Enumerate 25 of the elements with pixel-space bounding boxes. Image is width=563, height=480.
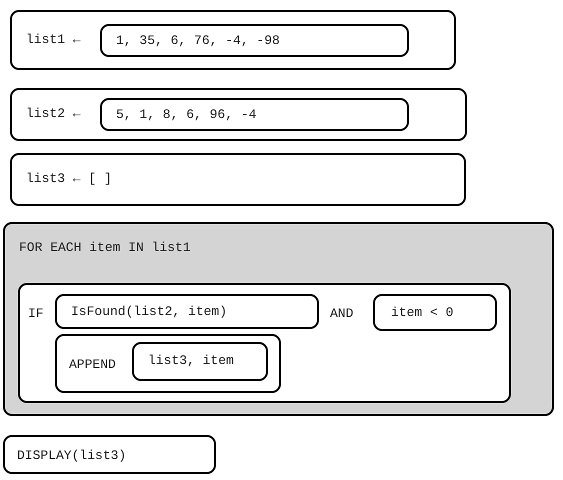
condition-block — [18, 283, 511, 403]
statement-block — [55, 334, 281, 393]
statement-block — [3, 435, 216, 474]
condition-slot — [55, 294, 319, 329]
code-text: FOR EACH item IN list1 — [19, 240, 191, 256]
code-text: item < 0 — [391, 305, 454, 321]
code-text: DISPLAY(list3) — [17, 448, 126, 464]
value-slot — [100, 98, 409, 131]
code-text: APPEND — [69, 357, 116, 373]
condition-slot — [373, 294, 497, 331]
value-slot — [132, 342, 268, 381]
loop-block — [3, 222, 554, 416]
statement-block — [10, 10, 456, 70]
code-text: list2 ← — [26, 106, 81, 122]
code-text: IF — [28, 306, 44, 322]
statement-block — [10, 88, 467, 141]
code-text: 5, 1, 8, 6, 96, -4 — [116, 107, 256, 123]
code-text: list1 ← — [26, 32, 81, 48]
value-slot — [100, 24, 409, 57]
code-text: AND — [330, 306, 354, 322]
code-text: list3, item — [148, 353, 234, 369]
code-text: 1, 35, 6, 76, -4, -98 — [116, 33, 280, 49]
code-text: IsFound(list2, item) — [71, 304, 228, 320]
statement-block — [10, 153, 466, 206]
code-text: list3 ← [ ] — [26, 171, 112, 187]
